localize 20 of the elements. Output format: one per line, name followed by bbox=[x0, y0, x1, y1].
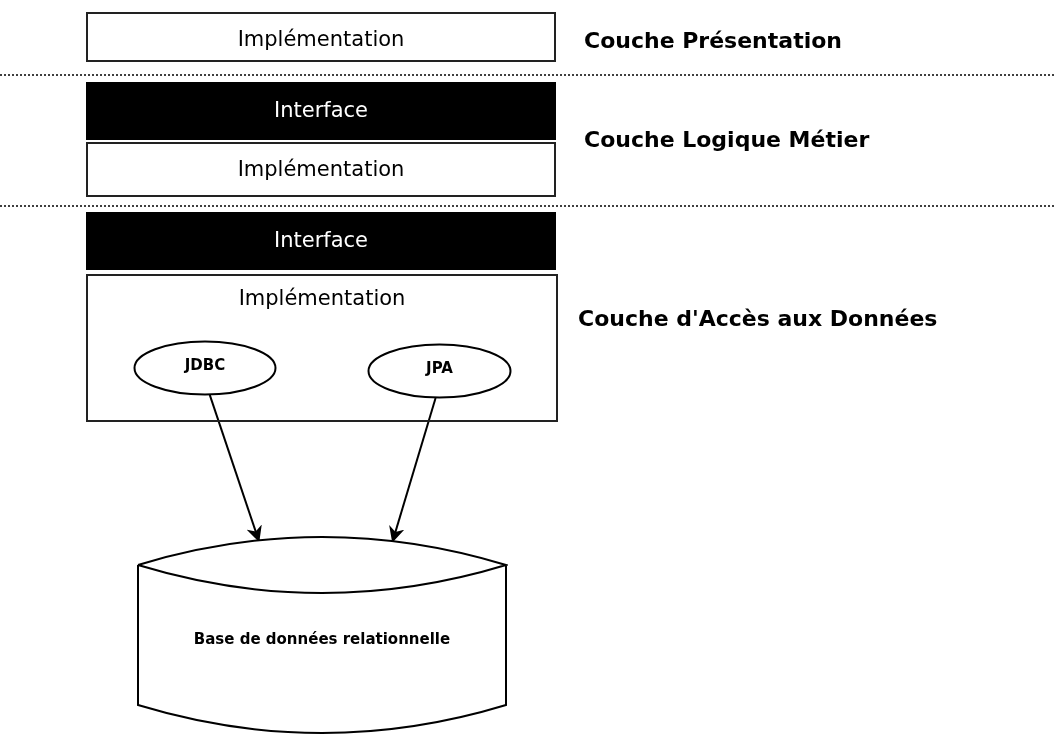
node-label: Implémentation bbox=[237, 286, 407, 310]
node-label: JDBC bbox=[183, 356, 227, 374]
layer-title: Couche Logique Métier bbox=[584, 127, 870, 152]
interface-bar bbox=[86, 212, 556, 270]
layer-box bbox=[86, 274, 558, 422]
database-label: Base de données relationnelle bbox=[192, 630, 452, 648]
layer-title: Couche Présentation bbox=[584, 28, 842, 53]
database-cylinder bbox=[136, 535, 508, 735]
node-label: Implémentation bbox=[236, 27, 406, 51]
layer-box bbox=[86, 12, 556, 62]
node-label: Interface bbox=[273, 98, 369, 122]
node-label: Implémentation bbox=[236, 157, 406, 181]
interface-bar bbox=[86, 82, 556, 140]
api-ellipse bbox=[367, 343, 512, 399]
arrow bbox=[389, 397, 437, 543]
node-label: JPA bbox=[424, 359, 454, 377]
layer-title: Couche d'Accès aux Données bbox=[578, 306, 938, 331]
node-label: Interface bbox=[273, 228, 369, 252]
api-ellipse bbox=[133, 340, 277, 396]
layer-box bbox=[86, 142, 556, 197]
